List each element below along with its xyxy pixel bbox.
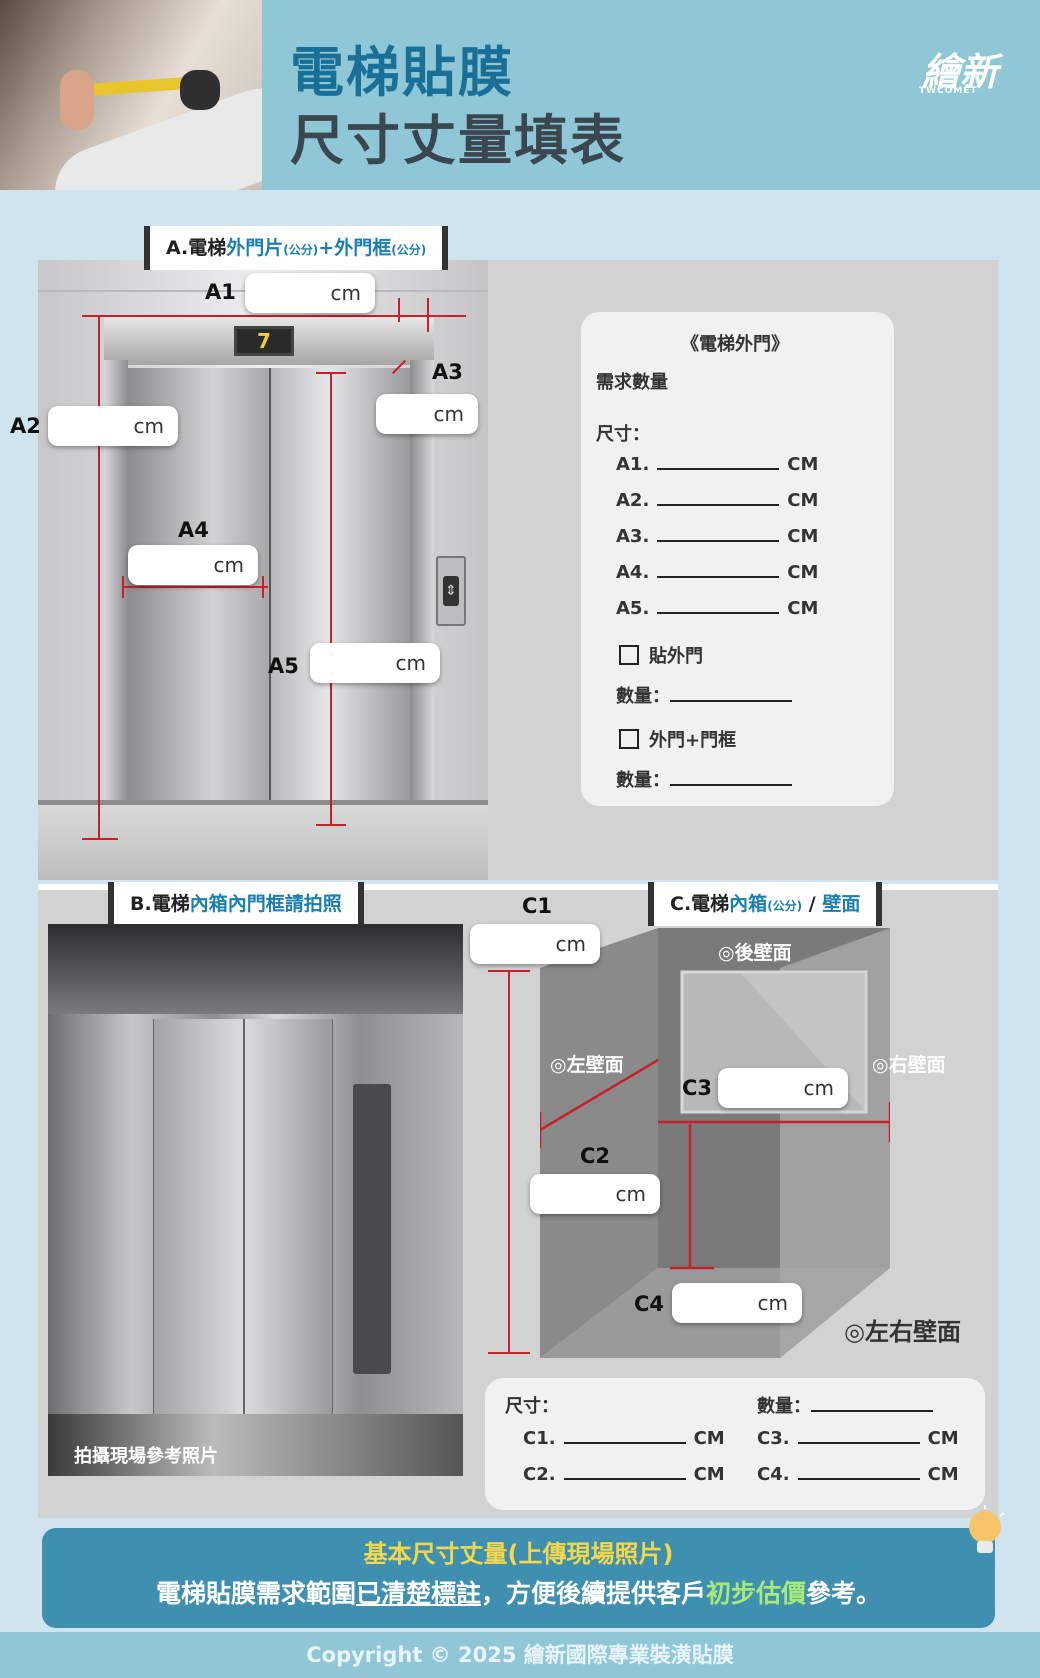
size-label-c: 尺寸：	[505, 1396, 559, 1417]
c4-input[interactable]: cm	[672, 1283, 802, 1323]
count-field-2[interactable]: 數量：	[616, 766, 792, 792]
info-banner	[42, 1528, 995, 1628]
label-a2: A2	[10, 414, 41, 438]
label-a4: A4	[178, 518, 209, 542]
banner-text: 電梯貼膜需求範圍已清楚標註，方便後續提供客戶初步估價參考。	[155, 1579, 882, 1608]
qty-label: 需求數量	[596, 372, 668, 393]
lightbulb-icon	[969, 1505, 1005, 1553]
a1-input[interactable]: cm	[245, 273, 375, 313]
back-wall-label: ◎後壁面	[718, 942, 792, 964]
page-subtitle: 尺寸丈量填表	[290, 109, 626, 172]
row-c3[interactable]: C3.CM	[757, 1428, 959, 1449]
count-field-1[interactable]: 數量：	[616, 682, 792, 708]
row-a1[interactable]: A1.CM	[616, 454, 819, 475]
row-c1[interactable]: C1.CM	[523, 1428, 725, 1449]
card-title: 《電梯外門》	[681, 334, 789, 355]
label-a3: A3	[432, 360, 463, 384]
c2-input[interactable]: cm	[530, 1174, 660, 1214]
measuring-photo	[0, 0, 262, 190]
option-door-frame[interactable]: 外門+門框	[619, 726, 736, 752]
section-c-tab: C.電梯內箱(公分) / 壁面	[648, 882, 883, 926]
a4-input[interactable]: cm	[128, 545, 258, 585]
label-c1: C1	[522, 894, 553, 918]
page-title: 電梯貼膜	[290, 41, 514, 104]
elevator-outer-door-illustration: 7 ⇕	[38, 260, 488, 880]
label-c4: C4	[634, 1292, 665, 1316]
left-right-wall-label: ◎左右壁面	[844, 1318, 961, 1346]
section-divider	[38, 884, 998, 892]
right-wall-label: ◎右壁面	[872, 1054, 946, 1076]
row-a4[interactable]: A4.CM	[616, 562, 819, 583]
row-c2[interactable]: C2.CM	[523, 1464, 725, 1485]
label-c3: C3	[682, 1076, 713, 1100]
label-a1: A1	[205, 280, 236, 304]
checkbox-icon	[619, 645, 639, 665]
copyright-footer: Copyright © 2025 繪新國際專業裝潢貼膜	[0, 1632, 1040, 1678]
c3-input[interactable]: cm	[718, 1068, 848, 1108]
row-a2[interactable]: A2.CM	[616, 490, 819, 511]
call-button: ⇕	[436, 556, 466, 626]
photo-caption: 拍攝現場參考照片	[74, 1446, 218, 1467]
label-c2: C2	[580, 1144, 611, 1168]
a3-input[interactable]: cm	[376, 394, 478, 434]
outer-door-form-card: 《電梯外門》 需求數量 尺寸： A1.CM A2.CM A3.CM A4.CM …	[581, 312, 894, 806]
inner-box-form-card: 尺寸： 數量： C1.CM C3.CM C2.CM C4.CM	[485, 1378, 985, 1510]
banner-heading: 基本尺寸丈量(上傳現場照片)	[363, 1540, 674, 1568]
c1-input[interactable]: cm	[470, 924, 600, 964]
floor-display: 7	[234, 326, 294, 356]
section-a-tab: A.電梯外門片(公分)+外門框(公分)	[144, 226, 449, 270]
row-c4[interactable]: C4.CM	[757, 1464, 959, 1485]
size-label: 尺寸：	[596, 424, 650, 445]
section-b-tab: B.電梯內箱內門框請拍照	[108, 882, 364, 926]
count-field-c[interactable]: 數量：	[757, 1392, 933, 1418]
row-a3[interactable]: A3.CM	[616, 526, 819, 547]
option-outer-door[interactable]: 貼外門	[619, 642, 703, 668]
left-wall-label: ◎左壁面	[550, 1054, 624, 1076]
label-a5: A5	[268, 654, 299, 678]
a2-input[interactable]: cm	[48, 406, 178, 446]
a5-input[interactable]: cm	[310, 643, 440, 683]
elevator-interior-photo: 拍攝現場參考照片	[48, 924, 463, 1476]
checkbox-icon	[619, 729, 639, 749]
row-a5[interactable]: A5.CM	[616, 598, 819, 619]
up-down-icon: ⇕	[443, 576, 459, 606]
